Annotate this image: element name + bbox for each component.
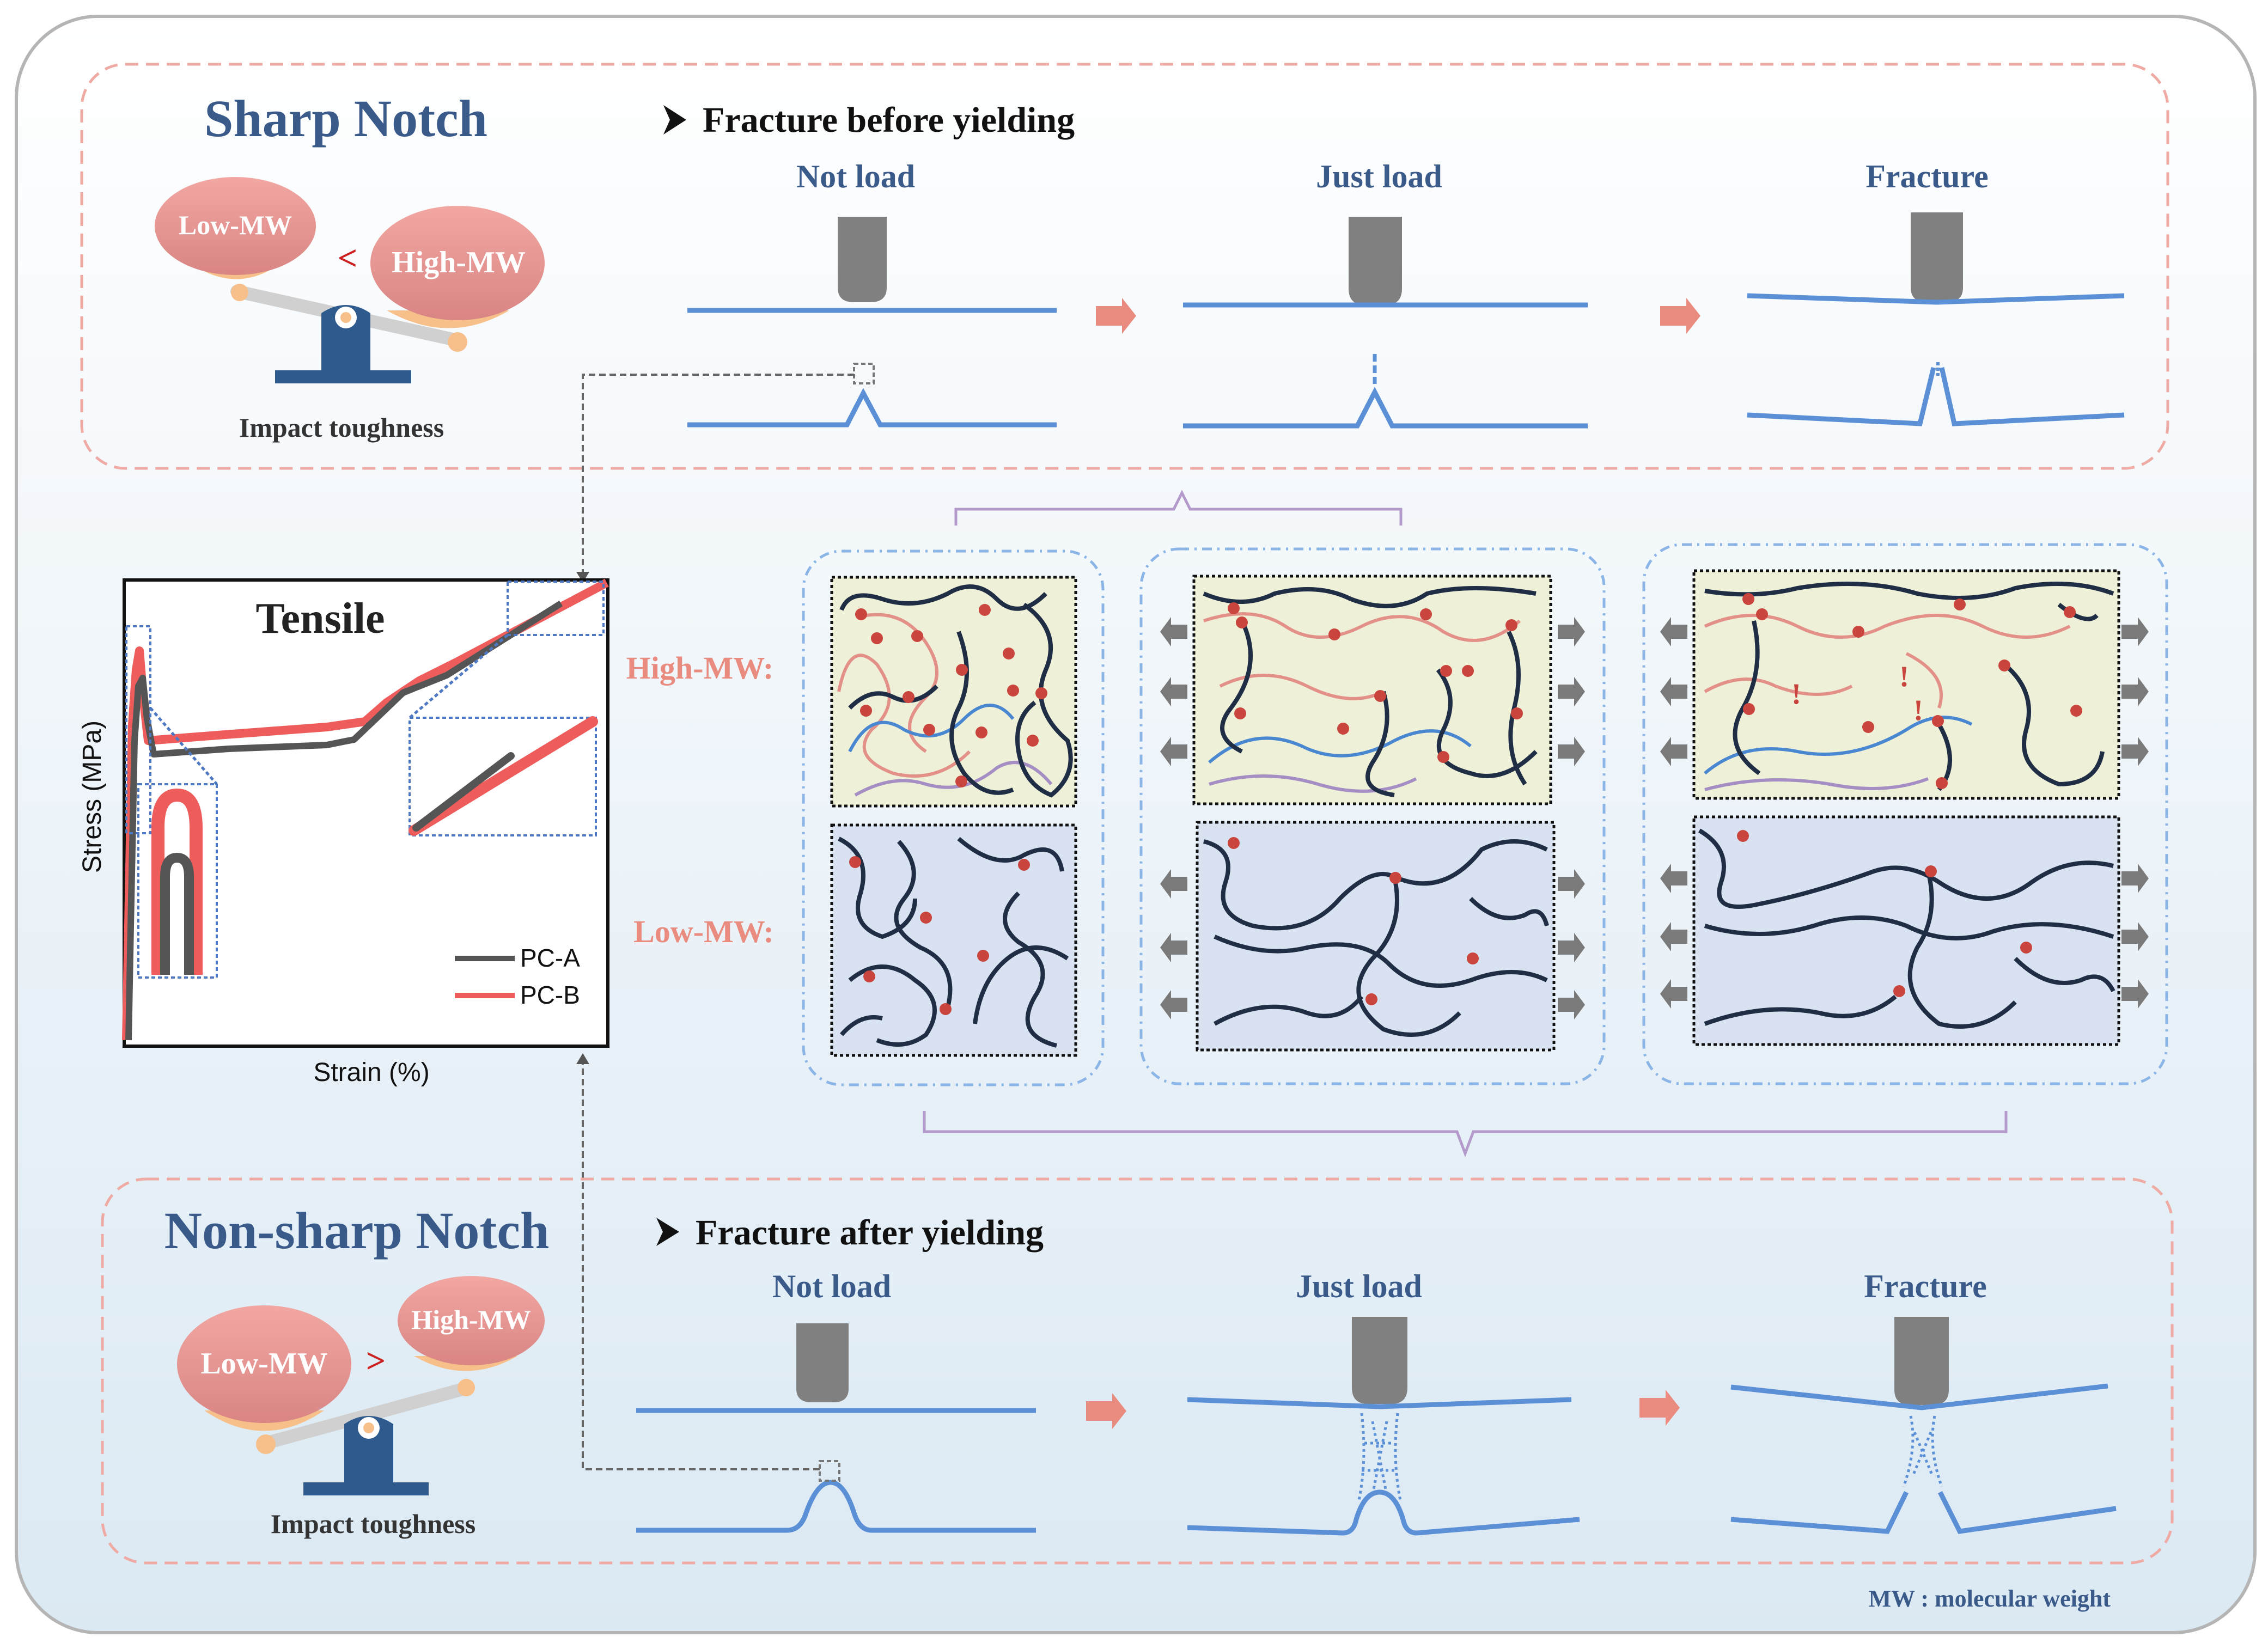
network-panel-low-fracture <box>1692 815 2120 1046</box>
sharp-stage-not-load: Not load <box>796 158 915 194</box>
zoom-box <box>853 363 875 384</box>
tensile-plot-area <box>123 578 609 1048</box>
tensile-y-label: Stress (MPa) <box>78 720 107 873</box>
nonsharp-notch-title: Non-sharp Notch <box>164 1201 550 1260</box>
nonsharp-compare-sign: > <box>366 1341 386 1380</box>
sharp-stage-just-load: Just load <box>1316 158 1442 194</box>
tensile-chart: Tensile Strain (%) Stress (MPa) PC-A PC-… <box>78 578 609 1087</box>
arrow-down-icon <box>576 572 589 583</box>
sharp-compare-sign: < <box>338 239 357 277</box>
tensile-x-label: Strain (%) <box>313 1058 429 1087</box>
network-group-2 <box>1139 547 1606 1085</box>
nonsharp-impact-caption: Impact toughness <box>271 1508 475 1539</box>
nonsharp-stage-not-load: Not load <box>772 1268 891 1304</box>
tensile-title: Tensile <box>255 595 385 643</box>
balance-scale-icon <box>155 177 545 383</box>
stage-arrow-icon <box>1086 1393 1126 1429</box>
nonsharp-low-mw-label: Low-MW <box>200 1347 327 1381</box>
sharp-fracture-diagram <box>1747 212 2125 426</box>
striker-icon <box>1349 217 1402 305</box>
connector-to-tensile-top <box>582 374 854 576</box>
nonsharp-stage-fracture: Fracture <box>1864 1268 1986 1304</box>
arrowhead-bullet-icon <box>663 105 686 135</box>
outer-frame <box>15 15 2257 1634</box>
nonsharp-notch-panel <box>101 1177 2174 1565</box>
nonsharp-heading: Fracture after yielding <box>696 1213 1044 1253</box>
bottom-bracket <box>923 1111 2008 1158</box>
nonsharp-high-mw-label: High-MW <box>411 1304 531 1335</box>
stage-arrow-icon <box>1660 298 1700 334</box>
curve-pc-a <box>125 600 563 1041</box>
tension-arrows <box>1160 617 2149 1019</box>
sharp-notch-panel <box>80 63 2169 470</box>
sharp-not-load-diagram <box>687 217 1057 427</box>
sharp-high-mw-label: High-MW <box>392 246 526 279</box>
nonsharp-stage-just-load: Just load <box>1296 1268 1422 1304</box>
top-bracket <box>954 490 1403 526</box>
sharp-impact-caption: Impact toughness <box>239 412 444 443</box>
curve-pc-b <box>122 578 609 1041</box>
sharp-stage-fracture: Fracture <box>1865 158 1988 194</box>
network-group-1 <box>802 549 1105 1086</box>
warning-mark: ! <box>1791 677 1801 710</box>
legend-label-pc-b: PC-B <box>520 981 580 1009</box>
connector-to-tensile-bottom <box>582 1060 820 1470</box>
legend-label-pc-a: PC-A <box>520 944 580 972</box>
nonsharp-fracture-diagram <box>1730 1317 2117 1534</box>
striker-icon <box>1352 1317 1407 1404</box>
striker-icon <box>838 217 887 302</box>
balance-scale-icon <box>177 1276 545 1495</box>
footnote-mw: MW : molecular weight <box>1869 1585 2111 1612</box>
nonsharp-not-load-diagram <box>636 1323 1036 1533</box>
striker-icon <box>1911 212 1963 302</box>
sharp-low-mw-label: Low-MW <box>179 210 292 240</box>
high-mw-row-label: High-MW: <box>626 650 774 686</box>
network-panel-high-not-load <box>830 576 1077 808</box>
stage-arrow-icon <box>1639 1390 1680 1426</box>
sharp-notch-title: Sharp Notch <box>204 89 487 148</box>
striker-icon <box>796 1323 849 1402</box>
network-group-3 <box>1642 543 2168 1085</box>
stage-arrow-icon <box>1096 298 1136 334</box>
network-panel-low-not-load <box>830 823 1077 1057</box>
arrow-up-icon <box>576 1053 589 1064</box>
low-mw-row-label: Low-MW: <box>633 914 774 949</box>
network-panel-low-just-load <box>1196 821 1556 1052</box>
arrowhead-bullet-icon <box>656 1218 679 1246</box>
zoom-box <box>819 1460 840 1482</box>
nonsharp-just-load-diagram <box>1187 1317 1580 1536</box>
striker-icon <box>1894 1317 1949 1405</box>
network-panel-high-fracture: ! ! ! <box>1692 569 2120 800</box>
sharp-heading: Fracture before yielding <box>703 100 1075 140</box>
network-panel-high-just-load <box>1192 575 1552 805</box>
warning-mark: ! <box>1913 694 1923 726</box>
warning-mark: ! <box>1899 660 1909 693</box>
sharp-just-load-diagram <box>1183 217 1588 429</box>
